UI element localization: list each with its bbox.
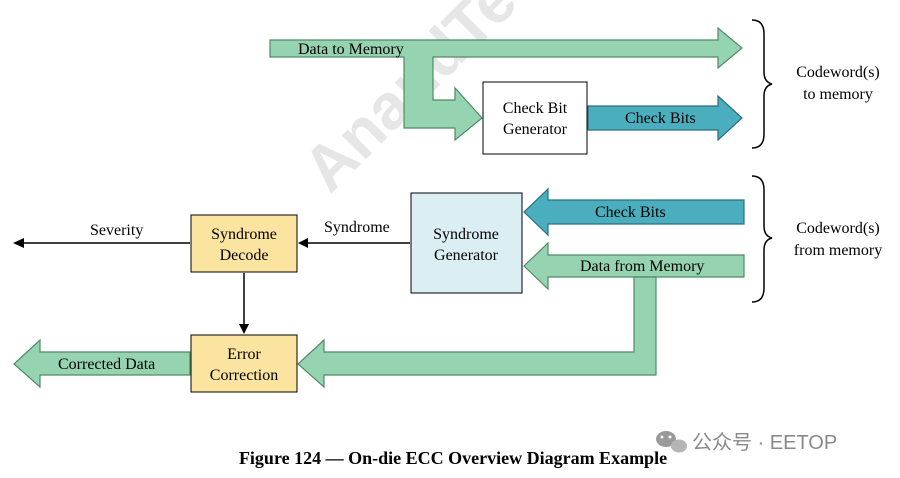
syndrome-generator-box	[410, 192, 523, 294]
syndrome-decode-line1: Syndrome	[211, 226, 277, 243]
severity-arrowhead	[13, 238, 24, 248]
data-to-memory-label: Data to Memory	[298, 41, 404, 58]
figure-caption: Figure 124 — On-die ECC Overview Diagram…	[239, 448, 667, 468]
check-bit-generator-line1: Check Bit	[503, 100, 568, 117]
data-to-memory-arrow	[269, 26, 743, 142]
check-bits-out-arrow	[587, 94, 743, 142]
syndrome-arrowhead	[298, 238, 308, 248]
check-bit-generator-box	[482, 81, 588, 155]
syndrome-decode-box	[190, 214, 298, 273]
codeword-to-memory-line2: to memory	[803, 86, 873, 103]
syndrome-generator-line2: Generator	[434, 247, 499, 264]
severity-label: Severity	[90, 222, 143, 239]
wechat-icon	[656, 431, 687, 453]
error-correction-box	[190, 334, 298, 393]
syndrome-decode-line2: Decode	[220, 247, 269, 264]
check-bits-out-label: Check Bits	[625, 110, 696, 127]
codeword-from-memory-line1: Codeword(s)	[796, 220, 880, 237]
check-bit-generator-line2: Generator	[503, 121, 568, 138]
syndrome-generator-line1: Syndrome	[433, 226, 499, 243]
social-watermark-text: 公众号 · EETOP	[692, 431, 837, 454]
data-from-memory-arrow	[523, 241, 745, 291]
codeword-to-memory-bracket	[751, 19, 773, 149]
data-from-memory-label: Data from Memory	[580, 258, 704, 275]
codeword-to-memory-line1: Codeword(s)	[796, 64, 880, 81]
error-correction-line2: Correction	[210, 367, 278, 384]
corrected-data-label: Corrected Data	[58, 356, 155, 373]
check-bits-in-label: Check Bits	[595, 204, 666, 221]
data-to-correction-arrow	[297, 276, 657, 389]
codeword-from-memory-bracket	[751, 175, 773, 303]
syndrome-label: Syndrome	[324, 219, 390, 236]
error-correction-line1: Error	[227, 346, 261, 363]
codeword-from-memory-line2: from memory	[794, 242, 882, 259]
corrected-data-arrow	[13, 338, 191, 389]
check-bits-in-arrow	[523, 187, 745, 237]
decode-to-correction-arrowhead	[239, 324, 249, 334]
